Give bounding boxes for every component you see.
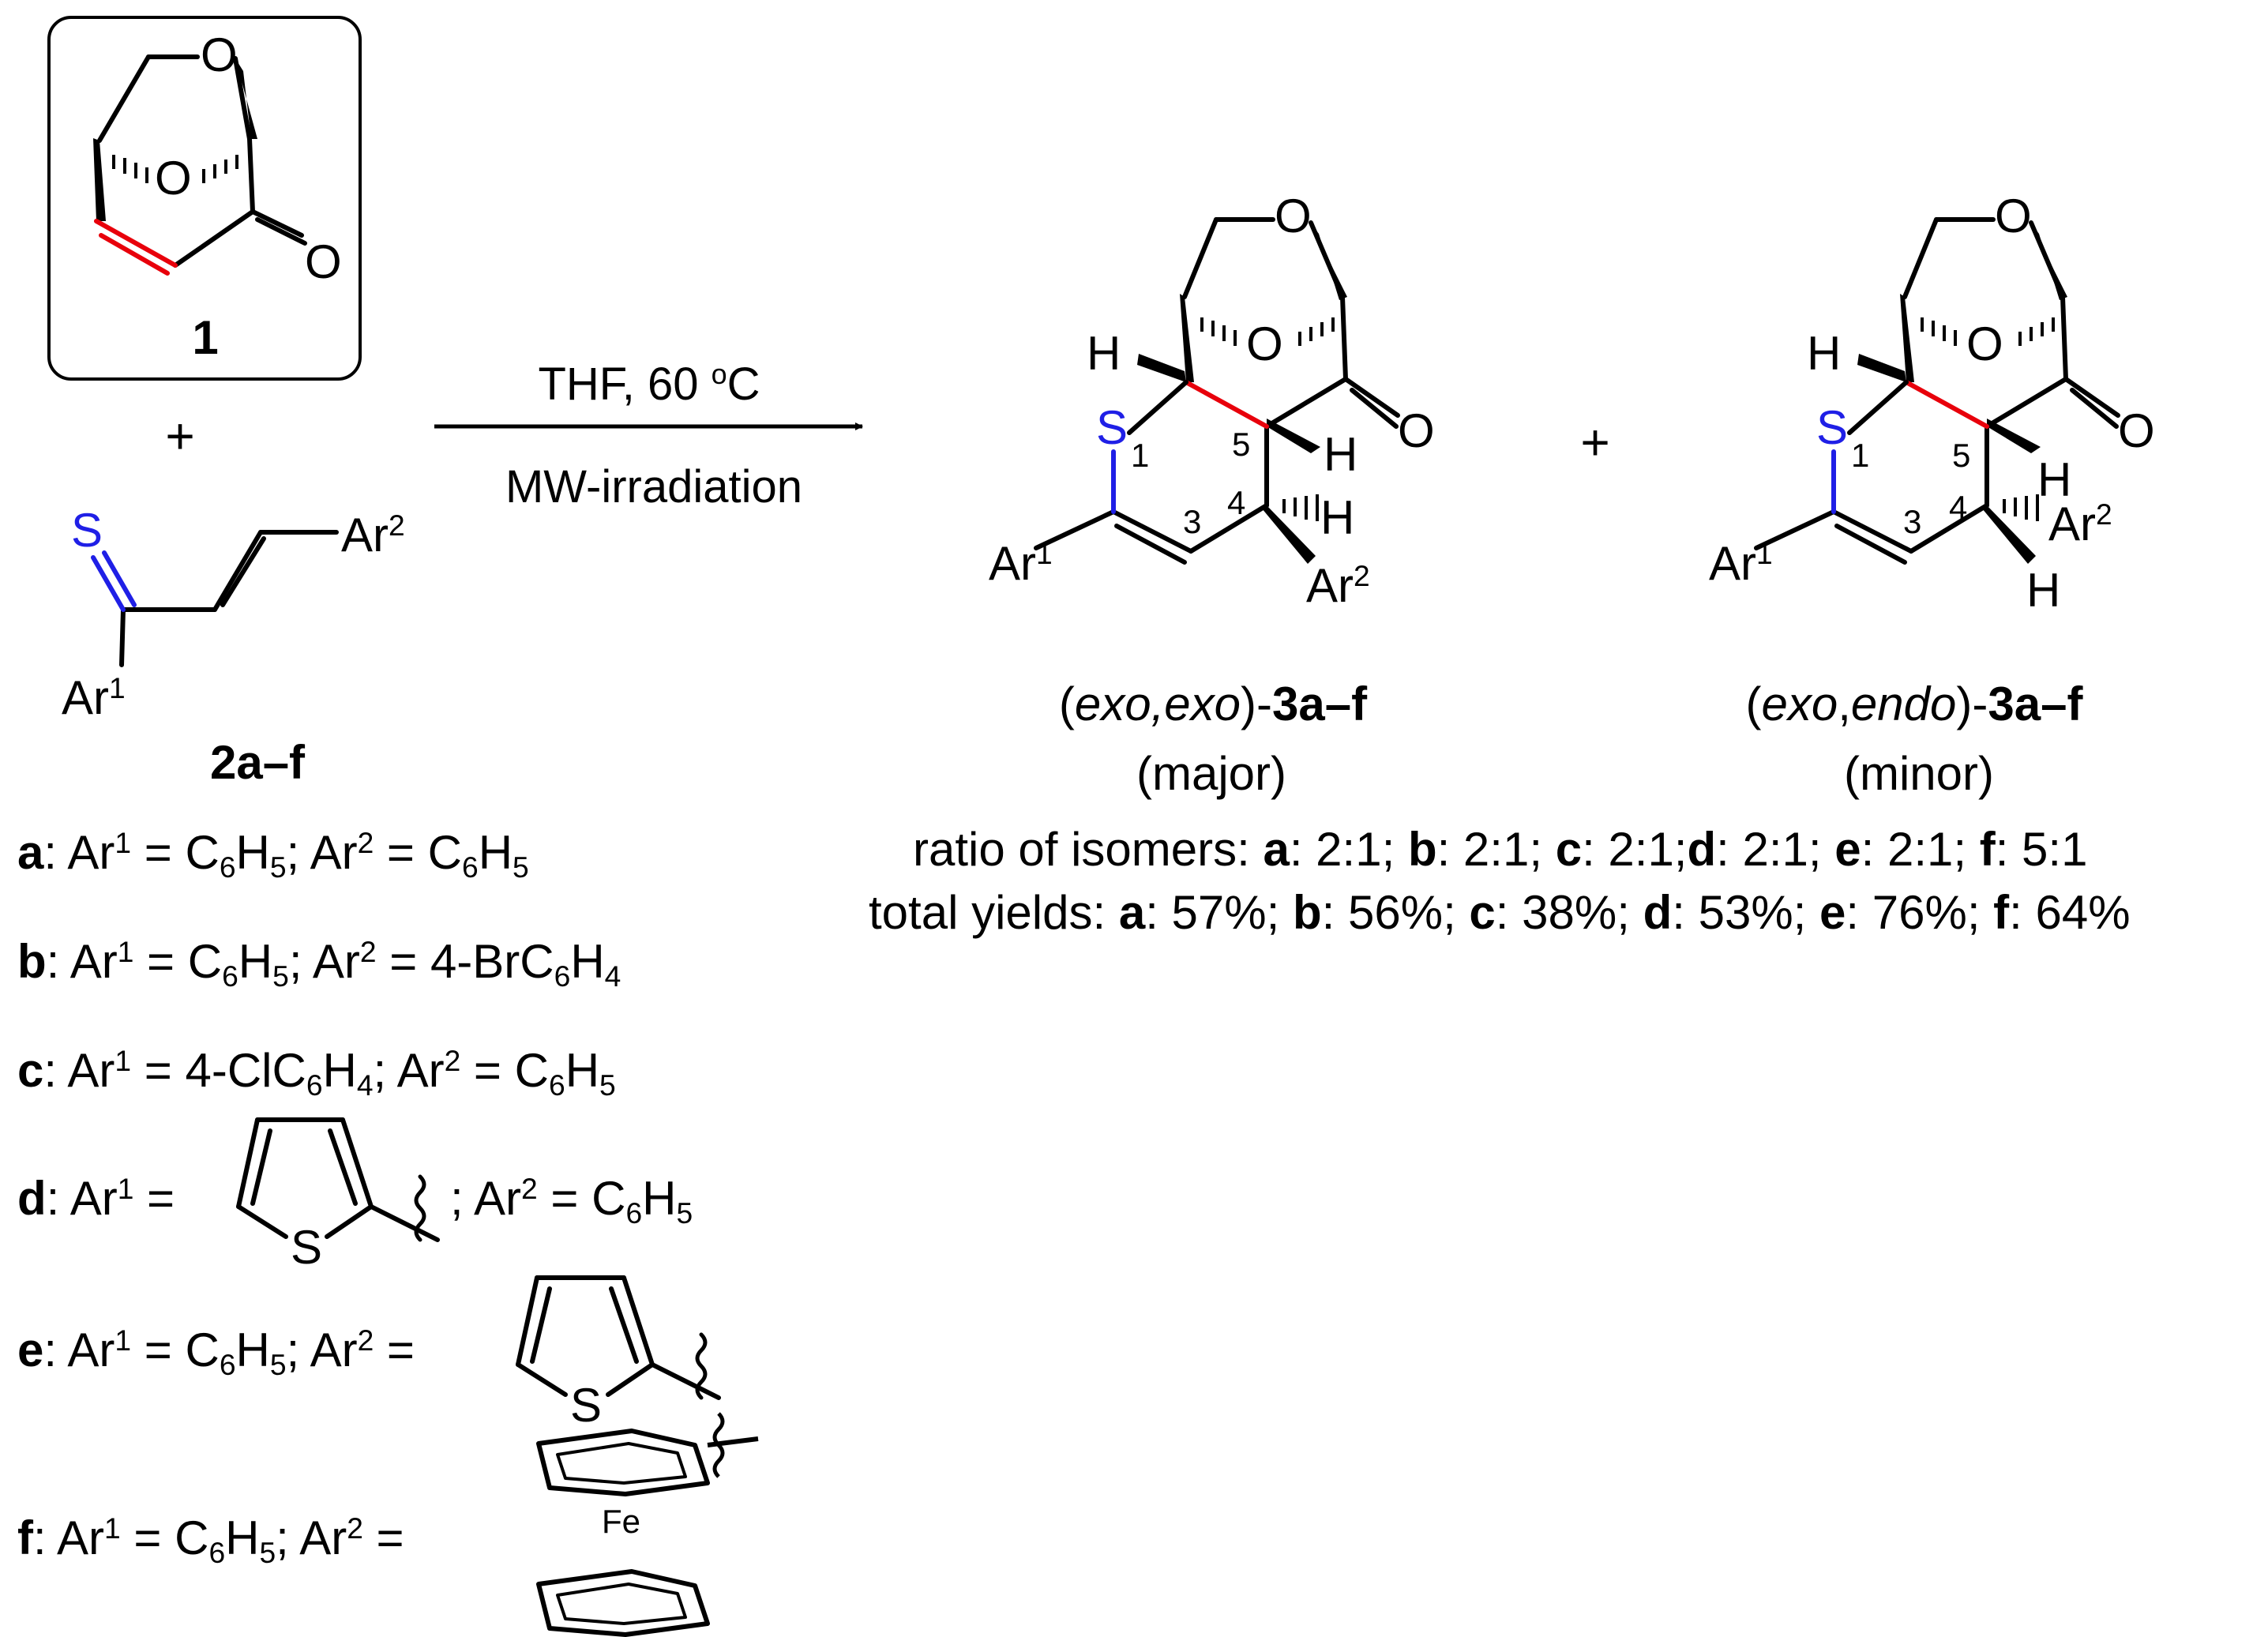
isomer-ratio-line: ratio of isomers: a: 2:1; b: 2:1; c: 2:1…: [913, 823, 2088, 876]
thiophene-e-sulfur: S: [570, 1379, 603, 1432]
minor-h-c4: H: [2026, 564, 2061, 617]
substituent-d-ar1: d: Ar1 =: [17, 1171, 175, 1225]
thiophene-d-sulfur: S: [291, 1221, 323, 1274]
compound-1-structure: [93, 54, 307, 268]
minor-ring-oxygen: O: [1995, 190, 2032, 242]
thioketone-sulfur: S: [71, 504, 103, 557]
substituent-c: c: Ar1 = 4-ClC6H4; Ar2 = C6H5: [17, 1043, 616, 1102]
substituent-f: f: Ar1 = C6H5; Ar2 =: [17, 1511, 404, 1570]
major-product-label: (exo,exo)-3a–f: [1058, 678, 1368, 730]
major-locant-4: 4: [1227, 484, 1246, 521]
thioketone-2-cs-bond: [91, 550, 137, 612]
major-product-new-cc-bond: [1184, 380, 1269, 429]
major-product-hashed-bonds: [1200, 317, 1335, 521]
minor-product-note: (minor): [1844, 747, 1994, 800]
minor-ar1: Ar1: [1709, 536, 1773, 590]
major-h-c5: H: [1324, 428, 1358, 481]
minor-bridge-oxygen: O: [1966, 317, 2003, 370]
thiophene-d-structure: [236, 1117, 440, 1242]
major-product-s-c-bond: [1127, 380, 1188, 435]
minor-product-label: (exo,endo)-3a–f: [1745, 678, 2083, 730]
major-locant-3: 3: [1183, 503, 1202, 540]
products-plus: +: [1580, 414, 1610, 471]
thiophene-e-structure: [516, 1275, 721, 1400]
minor-locant-4: 4: [1949, 489, 1968, 526]
major-locant-5: 5: [1232, 426, 1251, 463]
thioketone-ar1: Ar1: [62, 670, 126, 724]
compound-1-frame: [47, 16, 362, 381]
substituent-a: a: Ar1 = C6H5; Ar2 = C6H5: [17, 825, 529, 884]
minor-locant-1: 1: [1851, 437, 1870, 474]
major-ar2: Ar2: [1306, 558, 1370, 612]
condition-irradiation: MW-irradiation: [505, 461, 803, 513]
minor-product-hashed-bonds: [1921, 317, 2055, 521]
substituent-d-ar2: ; Ar2 = C6H5: [450, 1171, 693, 1230]
thioketone-ar2: Ar2: [341, 508, 405, 561]
c1-ring-oxygen: O: [201, 28, 238, 81]
major-bridge-oxygen: O: [1246, 317, 1283, 370]
thioketone-2-structure: [119, 530, 339, 667]
minor-h-c6: H: [1807, 327, 1842, 380]
substituent-b: b: Ar1 = C6H5; Ar2 = 4-BrC6H4: [17, 934, 621, 993]
major-carbonyl-oxygen: O: [1398, 404, 1435, 457]
substituent-e: e: Ar1 = C6H5; Ar2 =: [17, 1323, 415, 1382]
compound-1-alkene-bond: [94, 219, 178, 276]
minor-carbonyl-oxygen: O: [2118, 404, 2155, 457]
reactant-plus: +: [165, 407, 195, 464]
condition-solvent-temperature: THF, 60 oC: [538, 358, 760, 410]
c1-bridge-oxygen: O: [155, 152, 192, 205]
minor-product-s-c-bond: [1847, 380, 1909, 435]
minor-product-new-cc-bond: [1904, 380, 1989, 429]
compound-2-number: 2a–f: [209, 736, 306, 789]
major-sulfur: S: [1096, 401, 1128, 454]
major-ar1: Ar1: [989, 536, 1053, 590]
ferrocene-f-structure: [536, 1412, 759, 1637]
minor-locant-3: 3: [1903, 503, 1922, 540]
major-ring-oxygen: O: [1275, 190, 1312, 242]
total-yields-line: total yields: a: 57%; b: 56%; c: 38%; d:…: [869, 886, 2131, 939]
minor-ar2: Ar2: [2048, 497, 2112, 550]
major-locant-1: 1: [1131, 437, 1150, 474]
minor-product-structure: [1754, 217, 2120, 565]
major-h-c4: H: [1320, 491, 1355, 544]
minor-h-c5: H: [2037, 453, 2072, 506]
minor-locant-5: 5: [1952, 437, 1971, 474]
ferrocene-iron: Fe: [602, 1503, 641, 1540]
major-product-note: (major): [1136, 747, 1286, 800]
major-product-structure: [1034, 217, 1400, 565]
c1-carbonyl-oxygen: O: [305, 235, 342, 288]
compound-1-hashed-bonds: [112, 155, 238, 183]
major-h-c6: H: [1087, 327, 1121, 380]
compound-1-number: 1: [192, 311, 219, 364]
minor-sulfur: S: [1816, 401, 1849, 454]
